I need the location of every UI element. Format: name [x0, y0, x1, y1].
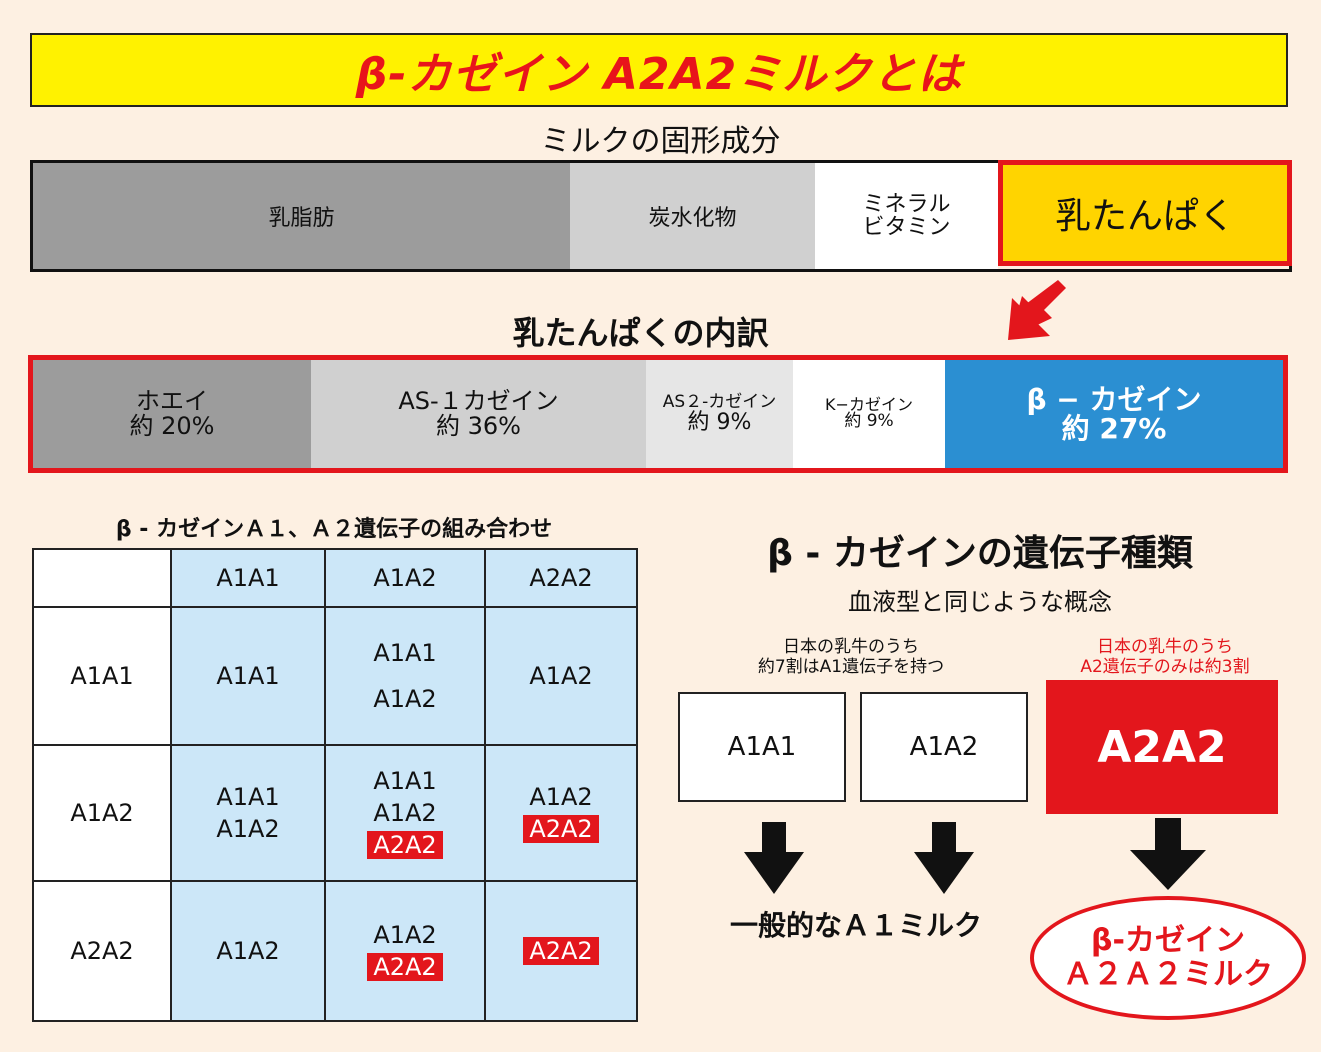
segment-name: AS２-カゼイン: [662, 391, 777, 412]
column-header: A1A2: [324, 548, 486, 608]
table-cell: A1A2: [170, 880, 326, 1022]
table-corner: [32, 548, 172, 608]
segment-carbohydrate: 炭水化物: [570, 163, 815, 269]
genotype-highlight: A2A2: [367, 953, 443, 981]
row-header: A2A2: [32, 880, 172, 1022]
segment-whey: ホエイ 約 20%: [33, 360, 311, 468]
note-a1-majority: 日本の乳牛のうち 約7割はA1遺伝子を持つ: [757, 637, 945, 677]
row-header: A1A2: [32, 744, 172, 882]
table-cell: A1A2: [484, 606, 638, 746]
down-arrow-icon: [744, 822, 804, 894]
gene-types-heading: β - カゼインの遺伝子種類: [767, 533, 1193, 574]
segment-percent: 約 9%: [844, 411, 894, 432]
genotype-label: A1A2: [529, 662, 593, 690]
segment-k-casein: K−カゼイン 約 9%: [793, 360, 945, 468]
segment-percent: 約 27%: [1061, 412, 1167, 445]
segment-mineral-vitamin: ミネラル ビタミン: [815, 163, 998, 269]
segment-beta-casein: β − カゼイン 約 27%: [945, 360, 1283, 468]
segment-name: K−カゼイン: [825, 394, 913, 414]
segment-milk-protein: 乳たんぱく: [998, 160, 1292, 266]
segment-percent: 約 20%: [129, 412, 215, 440]
table-header-row: A1A1 A1A2 A2A2: [32, 548, 638, 608]
genotype-label: A1A1: [373, 767, 437, 795]
result-a1-milk: 一般的なＡ１ミルク: [729, 909, 982, 942]
combination-table-title: β - カゼインＡ１、Ａ２遺伝子の組み合わせ: [115, 517, 553, 542]
column-header: A1A1: [170, 548, 326, 608]
gene-box-a1a1: A1A1: [678, 692, 846, 802]
segment-percent: 約 9%: [687, 410, 752, 436]
gene-box-a1a2: A1A2: [860, 692, 1028, 802]
milk-solids-heading: ミルクの固形成分: [540, 124, 781, 159]
genotype-label: A1A2: [216, 815, 280, 843]
note-a2-only: 日本の乳牛のうち A2遺伝子のみは約3割: [1080, 637, 1250, 677]
segment-name: β − カゼイン: [1026, 382, 1202, 416]
column-header: A2A2: [484, 548, 638, 608]
table-cell: A2A2: [484, 880, 638, 1022]
result-a2a2-milk: β-カゼイン Ａ２Ａ２ミルク: [1063, 922, 1273, 992]
segment-percent: 約 36%: [436, 412, 521, 440]
down-arrow-icon: [1130, 818, 1206, 890]
gene-box-a2a2: A2A2: [1046, 680, 1278, 814]
table-cell: A1A1: [170, 606, 326, 746]
genotype-label: A1A1: [216, 783, 280, 811]
genotype-label: A1A2: [373, 921, 437, 949]
genotype-label: A1A2: [373, 799, 437, 827]
segment-label: 炭水化物: [648, 206, 737, 231]
segment-name: AS-１カゼイン: [398, 386, 559, 415]
segment-label: ミネラル ビタミン: [862, 191, 951, 240]
genotype-label: A1A1: [216, 662, 280, 690]
page-title: β-カゼイン A2A2ミルクとは: [355, 49, 963, 100]
segment-as2-casein: AS２-カゼイン 約 9%: [646, 360, 793, 468]
segment-name: ホエイ: [136, 386, 208, 415]
protein-breakdown-heading: 乳たんぱくの内訳: [512, 314, 769, 352]
segment-label: 乳脂肪: [268, 206, 335, 231]
down-arrow-icon: [914, 822, 974, 894]
genotype-label: A1A2: [216, 937, 280, 965]
genotype-label: A1A1: [373, 639, 437, 667]
title-banner: β-カゼイン A2A2ミルクとは: [30, 33, 1288, 107]
result-a2a2-milk-badge: β-カゼイン Ａ２Ａ２ミルク: [1030, 896, 1306, 1020]
segment-milk-fat: 乳脂肪: [33, 163, 570, 269]
red-arrow-icon: [1008, 280, 1066, 340]
protein-breakdown-bar: ホエイ 約 20% AS-１カゼイン 約 36% AS２-カゼイン 約 9% K…: [28, 355, 1288, 473]
genotype-highlight: A2A2: [367, 831, 443, 859]
genotype-highlight: A2A2: [523, 815, 599, 843]
segment-as1-casein: AS-１カゼイン 約 36%: [311, 360, 646, 468]
genotype-highlight: A2A2: [523, 937, 599, 965]
segment-label: 乳たんぱく: [1054, 196, 1235, 237]
milk-solids-bar: 乳脂肪 炭水化物 ミネラル ビタミン 乳たんぱく: [30, 160, 1292, 272]
genotype-label: A1A2: [373, 685, 437, 713]
genotype-label: A1A2: [529, 783, 593, 811]
gene-types-subheading: 血液型と同じような概念: [848, 588, 1112, 616]
row-header: A1A1: [32, 606, 172, 746]
